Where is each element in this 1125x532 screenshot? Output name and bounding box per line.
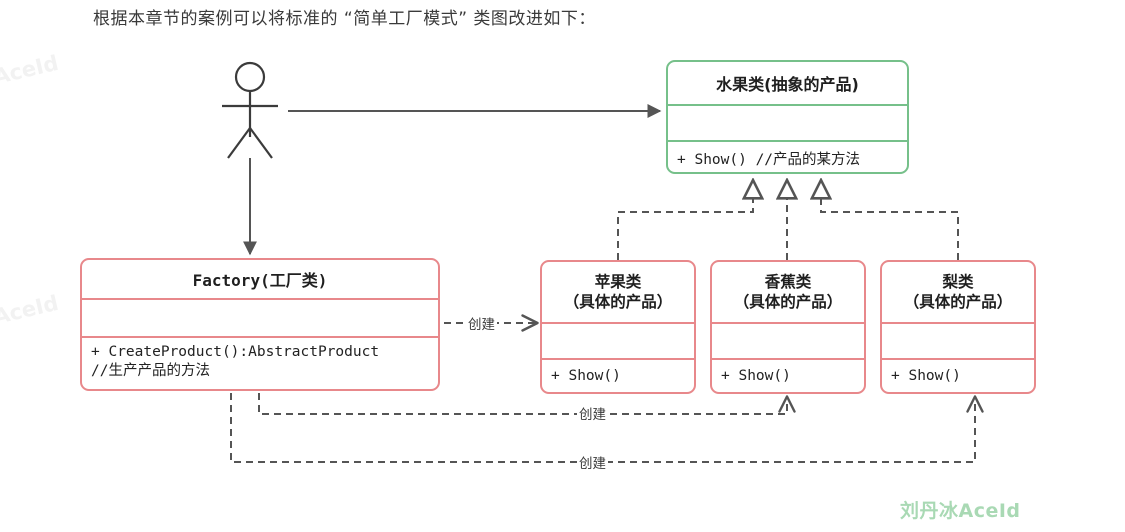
class-operations-factory: + CreateProduct():AbstractProduct //生产产品…	[82, 336, 438, 391]
class-operations-pear: + Show()	[882, 358, 1034, 392]
class-title-pear-line1: 梨类	[942, 272, 974, 291]
class-box-apple[interactable]: 苹果类 （具体的产品） + Show()	[540, 260, 696, 394]
edge-label-create-apple: 创建	[466, 313, 497, 333]
edge-factory-creates-banana	[258, 393, 796, 415]
edge-factory-creates-pear	[230, 393, 984, 463]
factory-operation-signature: + CreateProduct():AbstractProduct	[91, 344, 380, 360]
edge-label-create-banana: 创建	[577, 403, 608, 423]
edge-label-create-pear: 创建	[577, 452, 608, 472]
class-title-banana-line1: 香蕉类	[764, 272, 812, 291]
edge-pear-realizes-abstract	[821, 180, 959, 260]
class-box-abstract-product[interactable]: 水果类(抽象的产品) + Show() //产品的某方法	[666, 60, 909, 174]
class-attributes-banana	[712, 322, 864, 358]
brand-watermark: 刘丹冰AceId	[900, 500, 1021, 522]
class-title-pear-line2: （具体的产品）	[903, 293, 1013, 311]
class-operations-apple: + Show()	[542, 358, 694, 392]
class-operations-banana: + Show()	[712, 358, 864, 392]
class-attributes-abstract-product	[668, 104, 907, 140]
class-title-apple-line2: （具体的产品）	[563, 293, 673, 311]
class-attributes-apple	[542, 322, 694, 358]
class-box-factory[interactable]: Factory(工厂类) + CreateProduct():AbstractP…	[80, 258, 440, 391]
actor-stick-figure	[222, 61, 278, 159]
class-attributes-pear	[882, 322, 1034, 358]
class-title-apple: 苹果类 （具体的产品）	[542, 262, 694, 322]
class-operations-abstract-product: + Show() //产品的某方法	[668, 140, 907, 174]
class-title-pear: 梨类 （具体的产品）	[882, 262, 1034, 322]
factory-operation-comment: //生产产品的方法	[91, 363, 210, 380]
page-title: 根据本章节的案例可以将标准的 “简单工厂模式” 类图改进如下：	[93, 9, 596, 29]
class-attributes-factory	[82, 298, 438, 336]
class-box-pear[interactable]: 梨类 （具体的产品） + Show()	[880, 260, 1036, 394]
class-title-apple-line1: 苹果类	[594, 272, 642, 291]
class-title-banana-line2: （具体的产品）	[733, 293, 843, 311]
class-box-banana[interactable]: 香蕉类 （具体的产品） + Show()	[710, 260, 866, 394]
class-title-abstract-product: 水果类(抽象的产品)	[716, 75, 859, 94]
edge-apple-realizes-abstract	[617, 180, 753, 260]
class-title-factory: Factory(工厂类)	[192, 271, 328, 290]
class-title-banana: 香蕉类 （具体的产品）	[712, 262, 864, 322]
